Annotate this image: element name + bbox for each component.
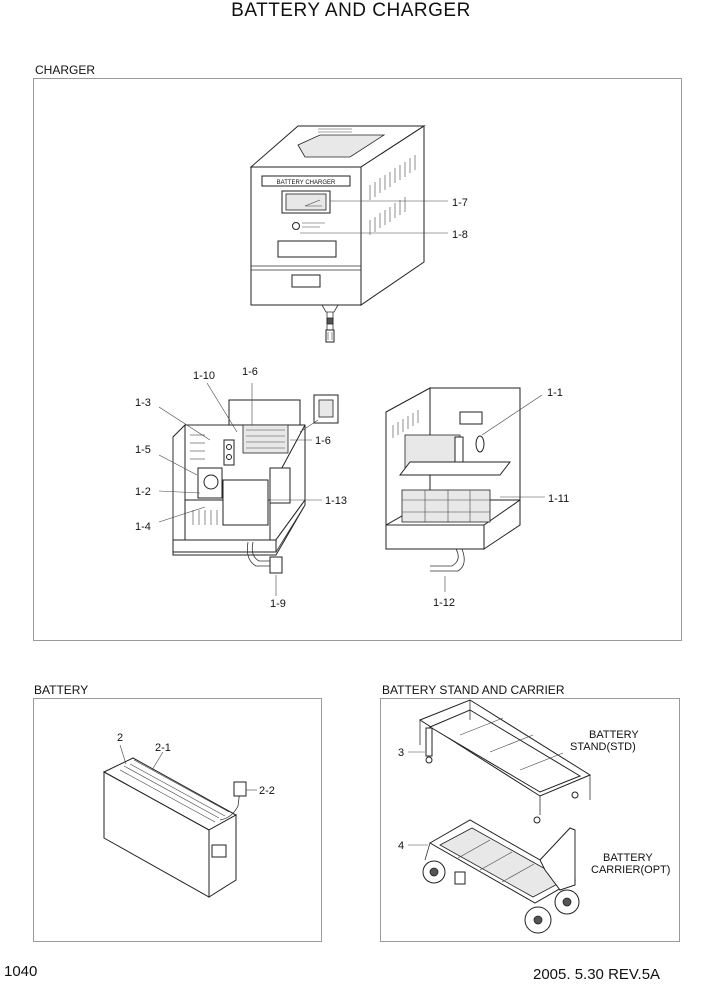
note-carrier-line2: CARRIER(OPT)	[591, 864, 670, 876]
battery-stand	[408, 699, 592, 824]
charger-internal-left	[158, 382, 339, 596]
callout-3: 3	[398, 747, 404, 759]
revision-label: 2005. 5.30 REV.5A	[533, 966, 661, 983]
page-title: BATTERY AND CHARGER	[231, 0, 471, 21]
callout-1-8: 1-8	[452, 229, 468, 241]
callout-1-2: 1-2	[135, 486, 151, 498]
battery-assembly	[102, 744, 257, 898]
charger-frame	[33, 78, 682, 641]
note-stand-line2: STAND(STD)	[570, 741, 636, 753]
section-label-battery: BATTERY	[34, 683, 89, 697]
callout-2-1: 2-1	[155, 742, 171, 754]
callout-1-11: 1-11	[548, 493, 569, 505]
callout-1-9: 1-9	[270, 598, 286, 610]
callout-1-13: 1-13	[325, 495, 347, 507]
callout-1-12: 1-12	[433, 597, 455, 609]
charger-assembly: BATTERY CHARGER	[249, 125, 448, 343]
callout-1-1: 1-1	[547, 387, 563, 399]
note-stand-line1: BATTERY	[589, 729, 639, 741]
label-plate-text: BATTERY CHARGER	[277, 180, 336, 186]
callout-1-5: 1-5	[135, 444, 151, 456]
callout-1-3: 1-3	[135, 397, 151, 409]
callout-2: 2	[117, 732, 123, 744]
charger-internal-right	[385, 387, 545, 592]
callout-1-6-top: 1-6	[242, 366, 258, 378]
battery-frame	[33, 698, 322, 942]
callout-1-4: 1-4	[135, 521, 151, 533]
callout-1-6-right: 1-6	[315, 435, 331, 447]
section-label-stand-carrier: BATTERY STAND AND CARRIER	[382, 683, 565, 697]
callout-1-7: 1-7	[452, 197, 468, 209]
battery-carrier	[408, 819, 580, 934]
page-number: 1040	[4, 963, 38, 980]
callout-1-10: 1-10	[193, 370, 215, 382]
section-label-charger: CHARGER	[35, 63, 96, 77]
note-carrier-line1: BATTERY	[603, 852, 653, 864]
indicator-lamp	[292, 222, 300, 230]
callout-4: 4	[398, 840, 404, 852]
stand-carrier-frame	[380, 698, 680, 942]
callout-2-2: 2-2	[259, 785, 275, 797]
